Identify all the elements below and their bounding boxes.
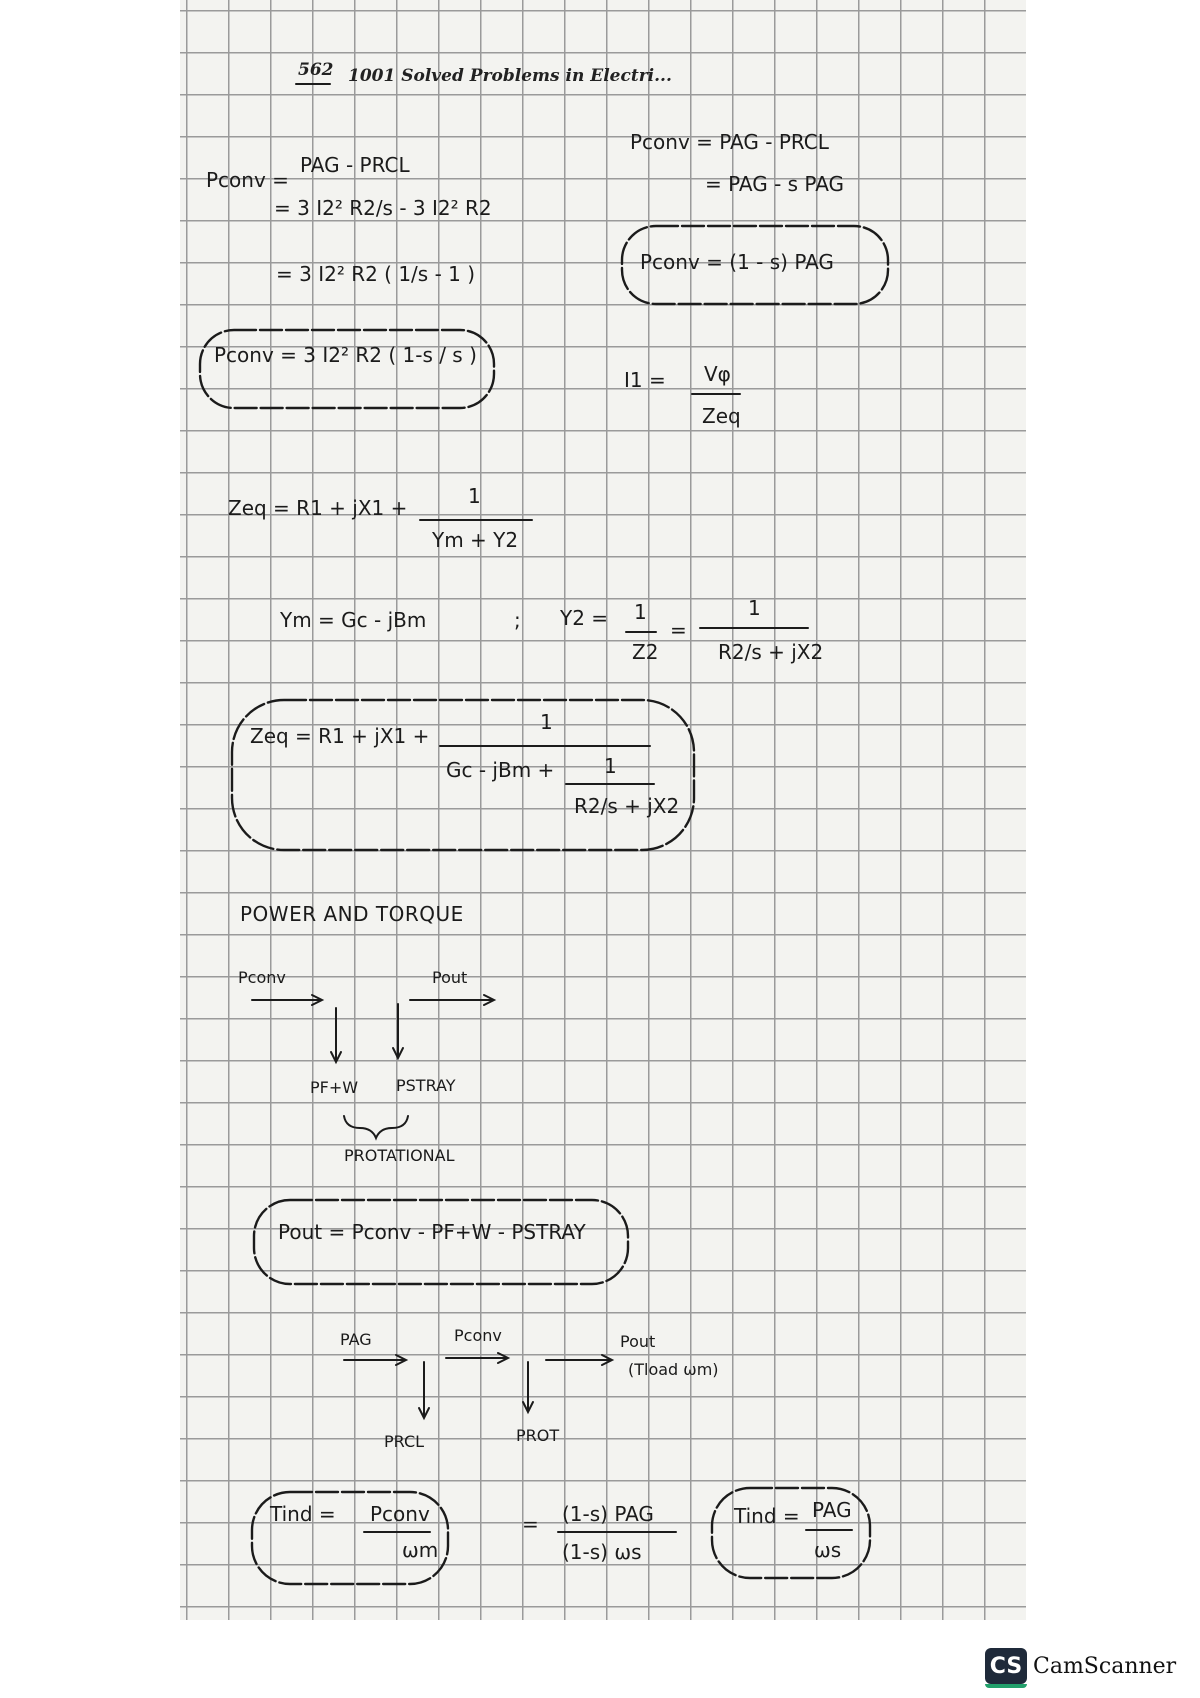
pconv-line2: = 3 I2² R2/s - 3 I2² R2 (274, 196, 492, 220)
book-title: 1001 Solved Problems in Electri... (348, 66, 672, 86)
zeq2-inner-num: 1 (604, 754, 617, 778)
flow1-pfw: PF+W (310, 1078, 359, 1097)
tind-num2: (1-s) PAG (562, 1502, 654, 1526)
tind-num: Pconv (370, 1502, 430, 1526)
zeq2-inner-den: R2/s + jX2 (574, 794, 680, 818)
flow1-pout: Pout (432, 968, 468, 987)
flow1-pstray: PSTRAY (396, 1076, 456, 1095)
y2-den: R2/s + jX2 (718, 640, 824, 664)
flow1-rotational: PROTATIONAL (344, 1146, 455, 1165)
camscanner-logo-icon: CS (985, 1648, 1027, 1688)
flow2-prot: PROT (516, 1426, 560, 1445)
y2-frac-num: 1 (634, 600, 647, 624)
camscanner-watermark: CS CamScanner (985, 1648, 1177, 1688)
flow1-pconv: Pconv (238, 968, 286, 987)
i1-denominator: Zeq (702, 404, 741, 428)
i1-numerator: Vφ (704, 362, 731, 386)
page-number: 562 (298, 60, 334, 80)
pout-equation: Pout = Pconv - PF+W - PSTRAY (278, 1220, 586, 1244)
pconv-rhs: PAG - PRCL (300, 153, 410, 177)
pconv-line3: = 3 I2² R2 ( 1/s - 1 ) (276, 262, 476, 286)
zeq2-lhs: Zeq = R1 + jX1 + (250, 724, 430, 748)
right-pconv-boxed: Pconv = (1 - s) PAG (640, 250, 834, 274)
ym-separator: ; (514, 608, 521, 632)
flow2-pag: PAG (340, 1330, 372, 1349)
flow2-prcl: PRCL (384, 1432, 425, 1451)
cloud-box-3 (230, 698, 696, 852)
rotational-brace (343, 1115, 409, 1141)
zeq2-den-left: Gc - jBm + (446, 758, 555, 782)
cloud-box-1 (198, 328, 496, 410)
tind-boxed-lhs: Tind = (734, 1504, 800, 1528)
pconv-boxed: Pconv = 3 I2² R2 ( 1-s / s ) (214, 343, 477, 367)
flow2-pconv: Pconv (454, 1326, 502, 1345)
zeq1-lhs: Zeq = R1 + jX1 + (228, 496, 408, 520)
right-pconv-line1: Pconv = PAG - PRCL (630, 130, 829, 154)
cloud-box-2 (620, 224, 890, 306)
graph-paper-page (180, 0, 1026, 1620)
cloud-box-4 (252, 1198, 630, 1286)
y2-lhs: Y2 = (560, 606, 609, 630)
i1-lhs: I1 = (624, 368, 666, 392)
cloud-box-6 (710, 1486, 872, 1580)
tind-den: ωm (402, 1538, 439, 1562)
y2-equals: = (670, 618, 687, 642)
flow2-pout-sub: (Tload ωm) (628, 1360, 719, 1379)
tind-boxed-den: ωs (814, 1538, 842, 1562)
cloud-box-5 (250, 1490, 450, 1586)
right-pconv-line2: = PAG - s PAG (705, 172, 845, 196)
y2-frac-den: Z2 (632, 640, 659, 664)
tind-boxed-num: PAG (812, 1498, 852, 1522)
tind-lhs: Tind = (270, 1502, 336, 1526)
ym-eq: Ym = Gc - jBm (280, 608, 427, 632)
zeq1-num: 1 (468, 484, 481, 508)
tind-equals: = (522, 1512, 539, 1536)
section-title: POWER AND TORQUE (240, 902, 464, 926)
camscanner-label: CamScanner (1033, 1653, 1177, 1679)
y2-num: 1 (748, 596, 761, 620)
zeq1-den: Ym + Y2 (432, 528, 519, 552)
pconv-lhs: Pconv = (206, 168, 289, 192)
zeq2-num: 1 (540, 710, 553, 734)
flow2-pout: Pout (620, 1332, 656, 1351)
tind-den2: (1-s) ωs (562, 1540, 642, 1564)
